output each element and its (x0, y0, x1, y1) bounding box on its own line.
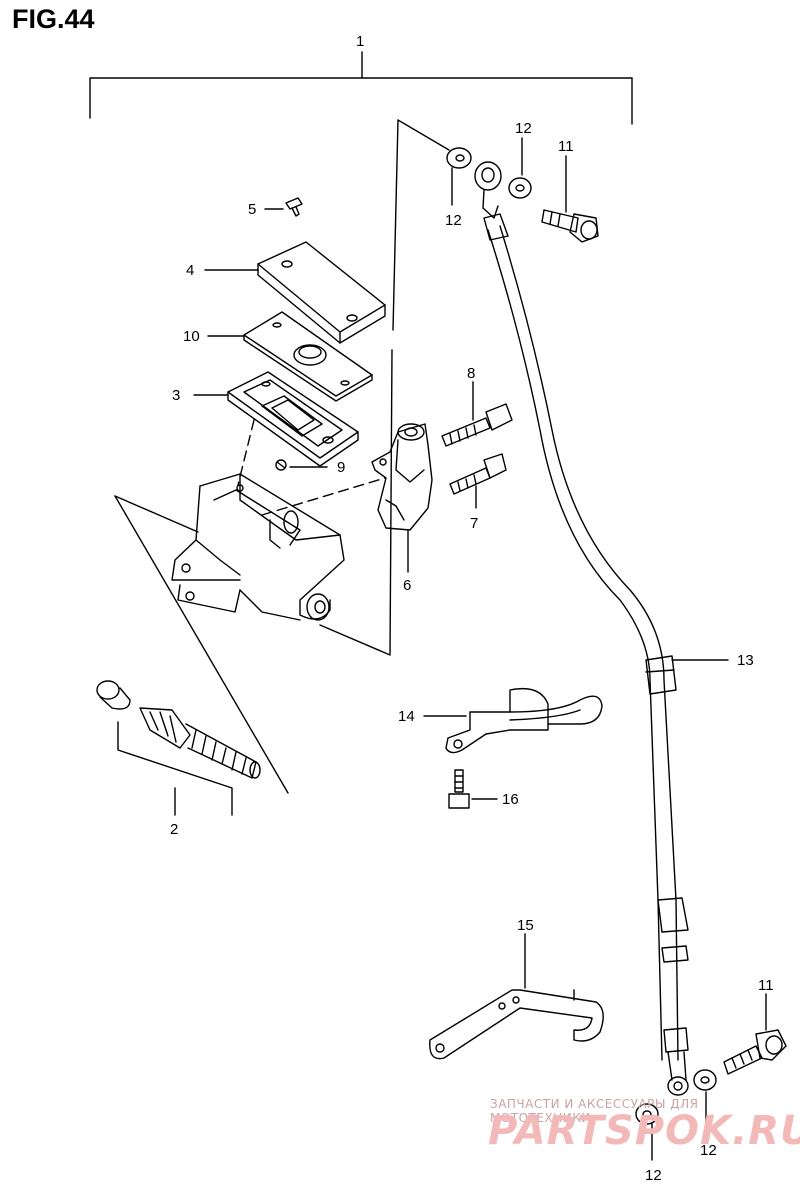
callout-2: 2 (170, 821, 178, 838)
washer-lower-right (693, 1069, 717, 1091)
hose-clamp-part14 (445, 687, 603, 754)
callout-16: 16 (502, 791, 519, 808)
washer-upper-right (508, 177, 532, 199)
callout-8: 8 (467, 365, 475, 382)
callout-12-upper-left: 12 (445, 212, 462, 229)
callout-1: 1 (356, 33, 364, 50)
callout-10: 10 (183, 328, 200, 345)
callout-11-lower: 11 (758, 977, 774, 994)
callout-5: 5 (248, 201, 256, 218)
bracket-part15 (429, 989, 604, 1060)
bolt-part7 (449, 453, 507, 495)
master-cylinder-body (171, 473, 345, 621)
figure-title: FIG.44 (12, 4, 95, 34)
reservoir-cover-part4 (257, 241, 386, 344)
piston-kit-part2 (96, 680, 261, 779)
bolt-part8 (441, 403, 513, 447)
callout-12-lower-right: 12 (700, 1142, 717, 1159)
callout-11-upper: 11 (558, 138, 574, 155)
callout-6: 6 (403, 577, 411, 594)
banjo-fitting-upper (474, 161, 502, 219)
leader-2-left (117, 721, 233, 816)
callout-13: 13 (737, 652, 754, 669)
screw-part9 (275, 459, 287, 471)
callout-4: 4 (186, 262, 194, 279)
banjo-bolt-upper (541, 209, 599, 243)
diaphragm-plate-part10 (243, 311, 373, 402)
bolt-part16 (448, 769, 470, 809)
callout-12-upper-right: 12 (515, 120, 532, 137)
callout-14: 14 (398, 708, 415, 725)
clamp-part6 (371, 423, 433, 531)
assembly-bracket (89, 51, 633, 125)
screw-part5 (285, 197, 303, 217)
callout-9: 9 (337, 459, 345, 476)
callout-7: 7 (470, 515, 478, 532)
leader-frame (114, 119, 450, 794)
banjo-bolt-lower (723, 1029, 787, 1075)
washer-upper-left (446, 147, 472, 169)
watermark-logo: PARTSPOK.RU (488, 1108, 800, 1154)
callout-3: 3 (172, 387, 180, 404)
gasket-part3 (227, 371, 359, 467)
brake-hose-part13 (483, 213, 689, 1096)
watermark-tagline: ЗАПЧАСТИ И АКСЕССУАРЫ ДЛЯ МОТОТЕХНИКИ (490, 1097, 699, 1125)
callout-12-lower-left: 12 (645, 1167, 662, 1184)
washer-lower-left (635, 1103, 659, 1125)
callout-15: 15 (517, 917, 534, 934)
